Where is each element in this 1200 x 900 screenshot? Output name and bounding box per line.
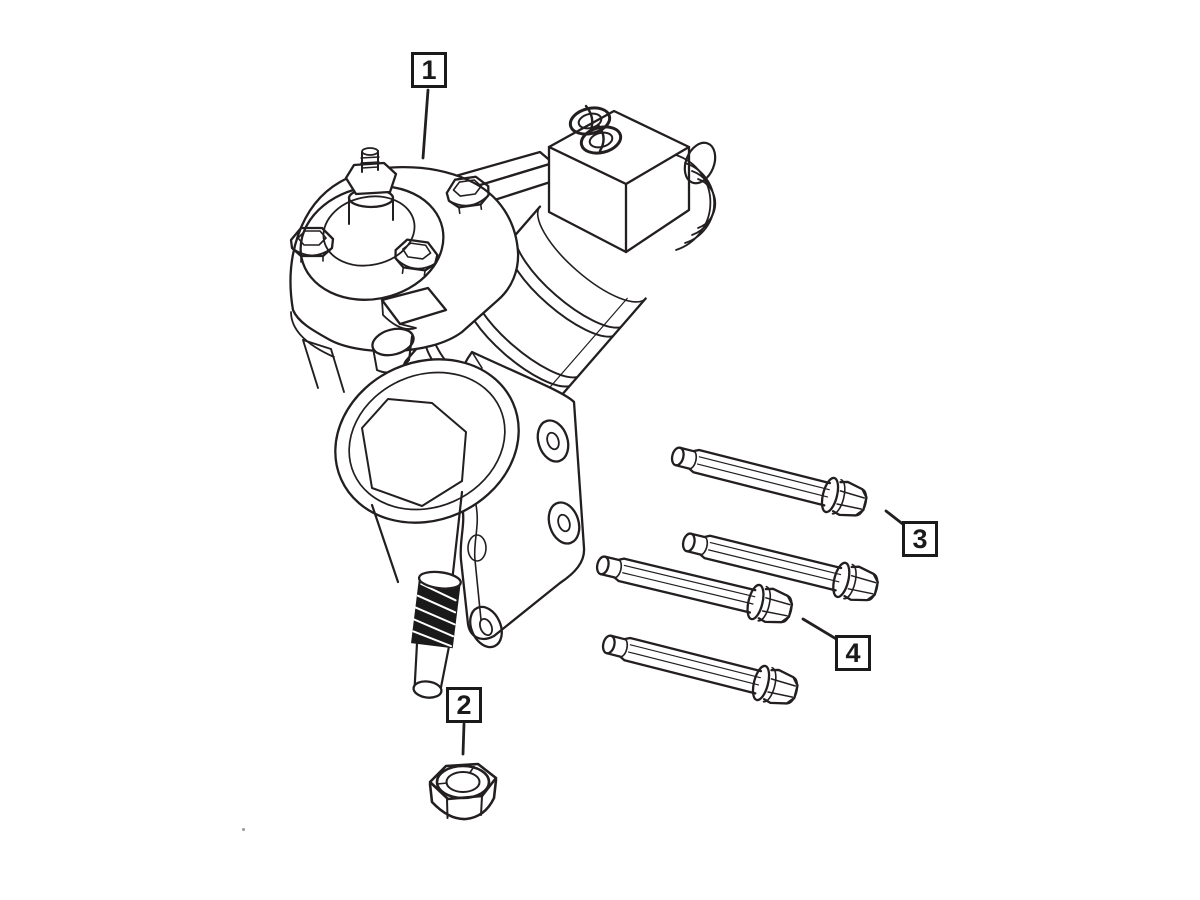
scan-artifact-dot xyxy=(242,828,245,831)
gear-valve-housing xyxy=(547,104,717,254)
gear-left-web xyxy=(302,339,345,393)
gear-sector-shaft xyxy=(411,570,462,699)
bolt-4b-drawing xyxy=(598,625,803,711)
callout-box-2[interactable]: 2 xyxy=(446,687,482,723)
leader-line-2 xyxy=(461,722,466,756)
callout-box-4[interactable]: 4 xyxy=(835,635,871,671)
hex-nut-drawing xyxy=(428,762,498,821)
callout-box-3[interactable]: 3 xyxy=(902,521,938,557)
gear-input-shaft xyxy=(675,141,717,251)
gear-adjuster-stud xyxy=(344,147,398,225)
leader-line-3 xyxy=(884,509,906,527)
leader-line-1 xyxy=(421,88,430,160)
bolt-4a-drawing xyxy=(592,545,797,629)
bolt-3a-drawing xyxy=(667,437,872,523)
gear-bleed-boss xyxy=(371,286,448,374)
gear-top-cover xyxy=(289,147,520,358)
callout-leaders xyxy=(421,88,906,756)
steering-gear-drawing xyxy=(289,104,717,699)
leader-line-4 xyxy=(801,617,840,642)
gear-output-housing xyxy=(334,358,520,584)
callout-box-1[interactable]: 1 xyxy=(411,52,447,88)
